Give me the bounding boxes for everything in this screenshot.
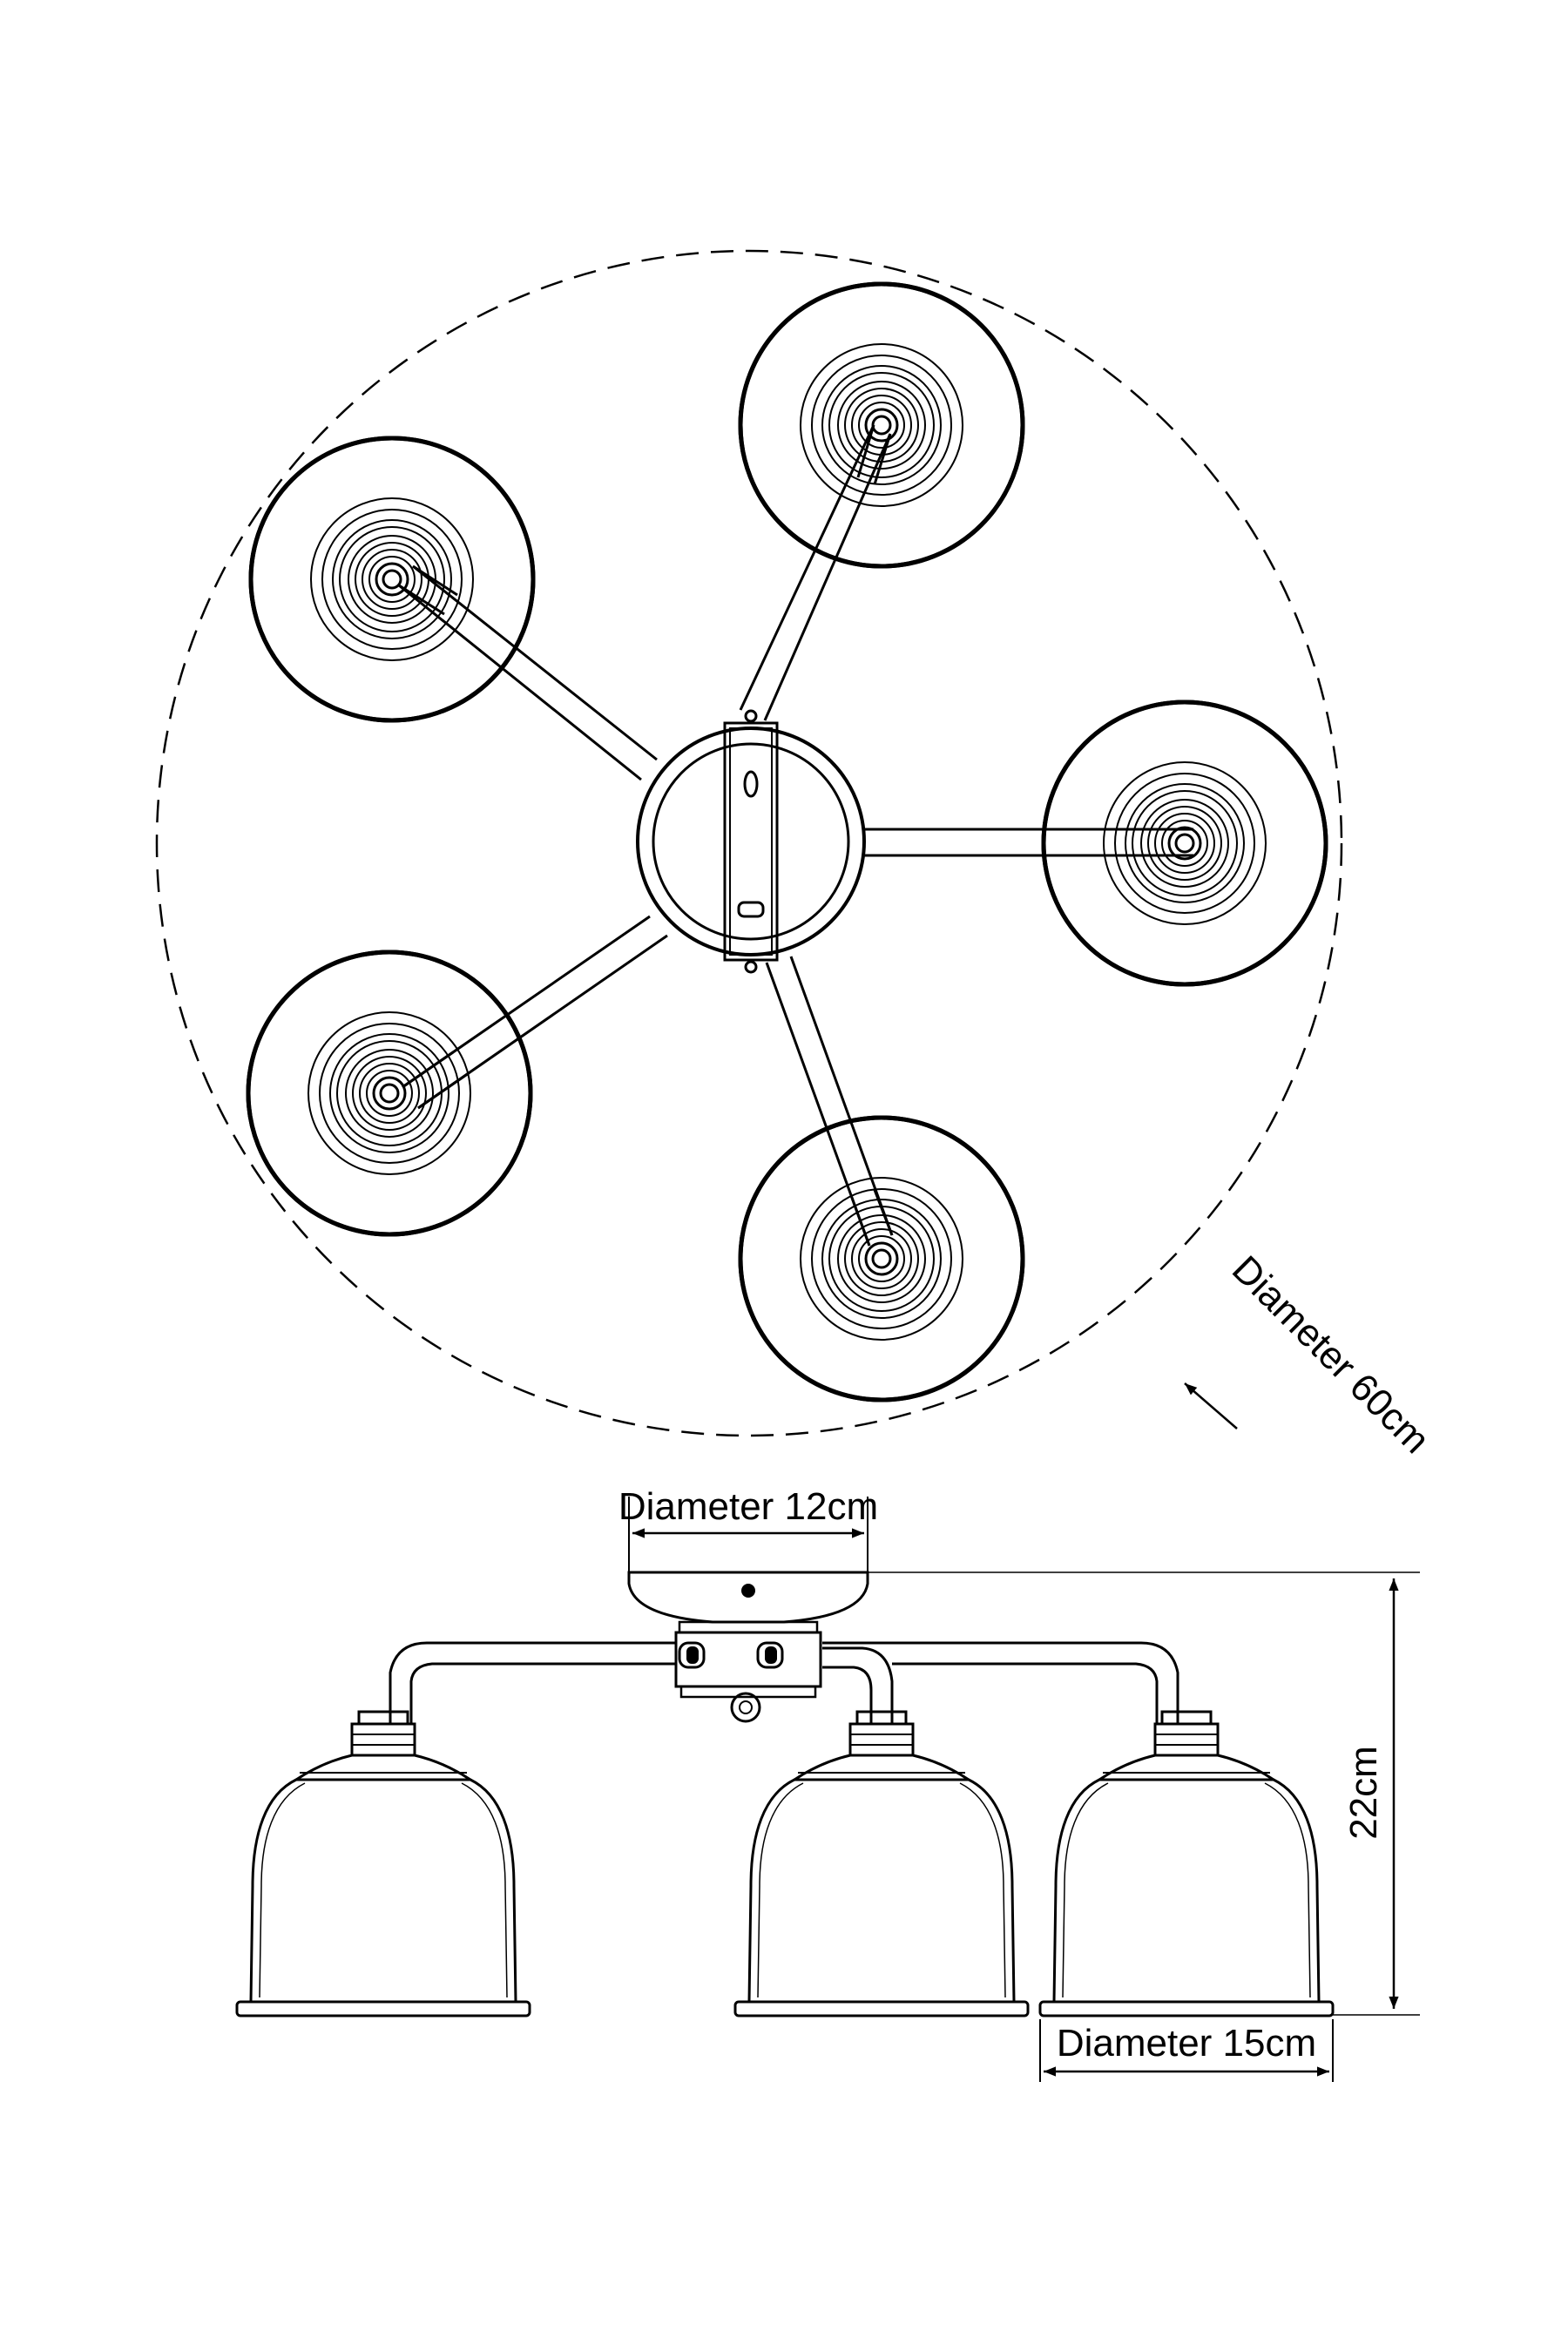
- shade-diameter-label: Diameter 15cm: [1057, 2022, 1316, 2065]
- shade-side-view-right: [1038, 1710, 1335, 2017]
- shade-top-view-3: [1041, 700, 1328, 987]
- canopy-diameter-dimension: Diameter 12cm: [618, 1485, 878, 1572]
- side-arms: [389, 1641, 1179, 1725]
- overall-footprint-outline: [155, 249, 1343, 1437]
- ceiling-canopy: [627, 1571, 869, 1634]
- arms: [398, 424, 1193, 1247]
- overall-diameter-leader: [1184, 1382, 1238, 1429]
- side-view: Diameter 12cm: [235, 1485, 1420, 2082]
- shade-diameter-dimension: Diameter 15cm: [1039, 2019, 1334, 2082]
- shade-top-view-4: [246, 950, 533, 1237]
- arm-ends: [398, 424, 1193, 1247]
- central-hub: [636, 709, 866, 974]
- overall-diameter-label: Diameter 60cm: [1224, 1247, 1438, 1462]
- shade-top-view-2: [248, 436, 536, 723]
- shade-top-view-5: [738, 1115, 1025, 1402]
- shade-side-view-center: [733, 1710, 1030, 2017]
- canopy-diameter-label: Diameter 12cm: [618, 1485, 878, 1528]
- shade-top-view-1: [738, 281, 1025, 569]
- top-view: Diameter 60cm: [155, 249, 1438, 1462]
- height-dimension: 22cm: [868, 1571, 1420, 2016]
- side-hub: [674, 1631, 822, 1723]
- height-label: 22cm: [1342, 1746, 1385, 1840]
- shade-side-view-left: [235, 1710, 531, 2017]
